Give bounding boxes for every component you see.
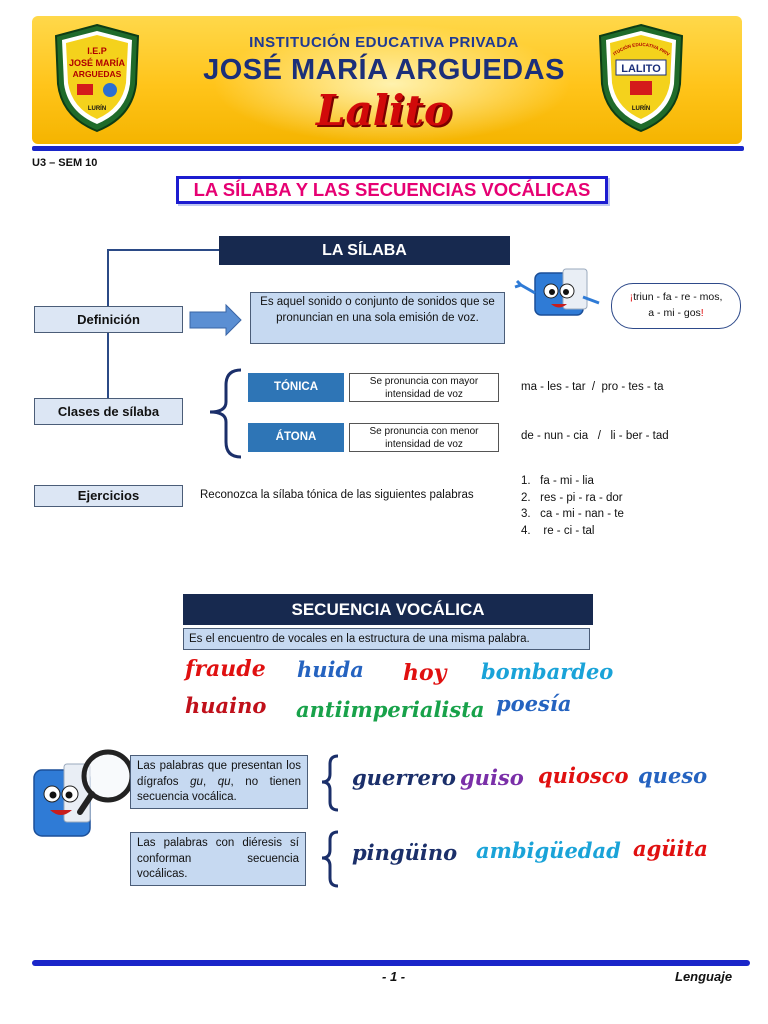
header-rule xyxy=(32,146,744,151)
page-number: - 1 - xyxy=(382,969,406,984)
digraph-word: quiosco xyxy=(538,763,629,788)
unit-label: U3 – SEM 10 xyxy=(32,157,98,169)
connector-top-line xyxy=(107,249,219,306)
shield-left-line2: JOSÉ MARÍA xyxy=(69,58,126,68)
institution-line: INSTITUCIÓN EDUCATIVA PRIVADA xyxy=(249,34,519,51)
book-mascot-icon xyxy=(514,268,600,316)
note1-prefix: Las palabras que presentan los dígrafos xyxy=(137,760,301,788)
banner-glow xyxy=(212,24,572,144)
tonica-example: ma - les - tar / pro - tes - ta xyxy=(521,381,664,393)
digraph-word: guiso xyxy=(460,765,524,790)
brace-icon xyxy=(321,830,339,888)
atona-tag: ÁTONA xyxy=(248,423,344,452)
right-arrow-icon xyxy=(189,303,242,337)
definition-label: Definición xyxy=(34,306,183,333)
example-word: huaino xyxy=(185,693,267,718)
example-word: hoy xyxy=(403,660,447,686)
note1-suffix: , no tienen secuencia vocálica. xyxy=(137,775,301,804)
dieresis-word: ambigüedad xyxy=(476,838,621,863)
bubble-open-mark: ¡ xyxy=(629,291,634,303)
digraph-word: queso xyxy=(638,763,708,788)
exercises-label: Ejercicios xyxy=(34,485,183,507)
bubble-close-mark: ! xyxy=(700,307,704,319)
dieresis-word: pingüino xyxy=(352,840,458,865)
book-icon xyxy=(77,84,93,95)
brace-icon xyxy=(209,368,242,459)
footer-rule xyxy=(32,960,750,966)
shield-left-line3: ARGUEDAS xyxy=(73,69,122,79)
notes-braces xyxy=(321,754,339,888)
diagram-connectors xyxy=(107,249,242,459)
example-word: bombardeo xyxy=(481,659,614,684)
list-item: 1. fa - mi - lia xyxy=(521,475,594,487)
note1-gu: gu xyxy=(190,775,203,788)
globe-icon xyxy=(103,83,117,97)
secuencia-definition: Es el encuentro de vocales en la estruct… xyxy=(183,628,590,650)
secuencia-section-header: SECUENCIA VOCÁLICA xyxy=(183,594,593,625)
school-name: JOSÉ MARÍA ARGUEDAS xyxy=(203,54,565,86)
example-word: poesía xyxy=(496,691,572,716)
digraph-word: guerrero xyxy=(352,765,456,790)
school-shield-logo-right: INSTITUCIÓN EDUCATIVA PRIVADA LALITO LUR… xyxy=(596,22,684,133)
list-item: 2. res - pi - ra - dor xyxy=(521,491,623,504)
classes-label: Clases de sílaba xyxy=(34,398,183,425)
list-item: 3. ca - mi - nan - te xyxy=(521,508,624,520)
subject-label: Lenguaje xyxy=(675,969,733,984)
example-word: huida xyxy=(297,657,364,682)
school-shield-logo-left: I.E.P JOSÉ MARÍA ARGUEDAS LURÍN xyxy=(54,23,140,133)
brace-icon xyxy=(321,754,339,812)
shield-left-place: LURÍN xyxy=(88,104,106,112)
dieresis-note: Las palabras con diéresis sí conforman s… xyxy=(130,832,306,886)
bubble-line2: a - mi - gos xyxy=(648,307,701,319)
magnifier-mascot-icon xyxy=(33,749,135,837)
atona-definition: Se pronuncia con menor intensidad de voz xyxy=(349,423,499,452)
page-title: LA SÍLABA Y LAS SECUENCIAS VOCÁLICAS xyxy=(176,176,608,204)
brand-name: Lalito xyxy=(315,86,453,135)
tonica-definition: Se pronuncia con mayor intensidad de voz xyxy=(349,373,499,402)
exercises-list: 1. fa - mi - lia 2. res - pi - ra - dor … xyxy=(521,473,624,539)
speech-bubble: ¡triun - fa - re - mos, a - mi - gos! xyxy=(611,283,741,329)
list-item: 4. re - ci - tal xyxy=(521,524,595,537)
silaba-section-header: LA SÍLABA xyxy=(219,236,510,265)
dieresis-word: agüita xyxy=(633,836,708,861)
definition-text: Es aquel sonido o conjunto de sonidos qu… xyxy=(250,292,505,344)
shield-left-line1: I.E.P xyxy=(87,46,107,56)
book-icon xyxy=(630,81,652,95)
bubble-line1: triun - fa - re - mos, xyxy=(633,291,723,303)
example-word: fraude xyxy=(185,656,266,682)
example-word: antiimperialista xyxy=(296,697,485,722)
tonica-tag: TÓNICA xyxy=(248,373,344,402)
note1-qu: qu xyxy=(217,775,231,788)
shield-right-place: LURÍN xyxy=(632,104,650,112)
digraph-note: Las palabras que presentan los dígrafos … xyxy=(130,755,308,809)
atona-example: de - nun - cia / li - ber - tad xyxy=(521,430,669,442)
shield-right-name: LALITO xyxy=(621,63,661,75)
exercises-instruction: Reconozca la sílaba tónica de las siguie… xyxy=(200,489,474,501)
note1-sep: , xyxy=(202,775,218,788)
